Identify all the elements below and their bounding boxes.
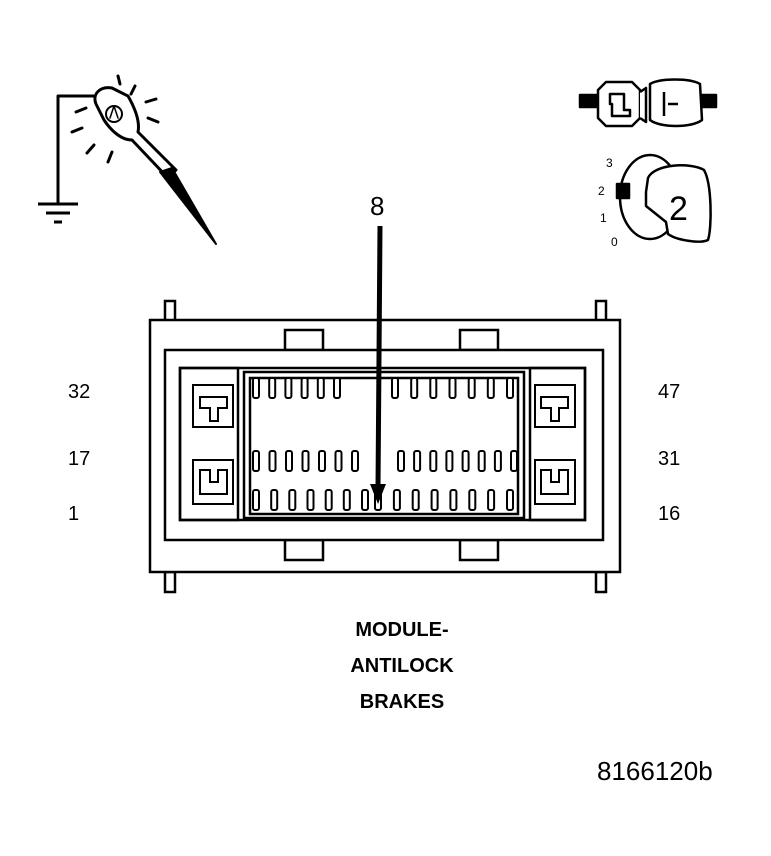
pin-cavity	[510, 450, 518, 472]
pin-cavity	[268, 377, 277, 399]
pin-cavity	[391, 377, 399, 399]
connector-keys	[192, 384, 576, 505]
ignition-position-3: 3	[606, 156, 613, 170]
pin-cavity	[410, 377, 419, 399]
component-title-line-3: BRAKES	[360, 691, 444, 713]
test-light-probe-icon	[56, 74, 217, 245]
pin-label-left-middle: 17	[68, 448, 90, 470]
pin-cavity	[333, 377, 341, 399]
pin-cavity	[506, 377, 514, 399]
ignition-position-2: 2	[598, 184, 605, 198]
pin-cavity	[306, 489, 315, 511]
pin-cavity	[445, 450, 454, 472]
pin-cavity	[461, 450, 470, 472]
pin-cavity	[316, 377, 325, 399]
pin-cavity	[467, 377, 476, 399]
pin-cavity	[411, 489, 420, 511]
ignition-position-1: 1	[600, 211, 607, 225]
pin-cavity	[397, 450, 405, 472]
pin-cavity	[477, 450, 486, 472]
pin-cavity	[468, 489, 477, 511]
pin-cavity	[318, 450, 326, 472]
pin-cavity	[284, 377, 293, 399]
pin-cavity	[413, 450, 422, 472]
pin-cavity	[361, 489, 369, 511]
pin-cavity	[334, 450, 343, 472]
pin-cavities	[252, 377, 518, 511]
pin-label-right-top: 47	[658, 381, 680, 403]
pin-cavity	[252, 450, 260, 472]
pin-label-left-bottom: 1	[68, 503, 79, 525]
ground-symbol-icon	[38, 202, 78, 224]
pin-cavity	[324, 489, 333, 511]
component-title-line-1: MODULE-	[355, 619, 448, 641]
ignition-key-icon	[615, 153, 712, 243]
callout-pin-number: 8	[370, 191, 384, 221]
pin-cavity	[486, 377, 495, 399]
pin-cavity	[300, 377, 309, 399]
pin-cavity	[252, 377, 260, 399]
connector-body	[148, 299, 622, 594]
pin-cavity	[506, 489, 514, 511]
pin-cavity	[430, 489, 439, 511]
disconnected-connector-icon	[578, 78, 718, 128]
pin-cavity	[429, 450, 438, 472]
pin-cavity	[252, 489, 260, 511]
pin-label-left-top: 32	[68, 381, 90, 403]
pin-cavity	[351, 450, 359, 472]
pin-label-right-bottom: 16	[658, 503, 680, 525]
pin-cavity	[429, 377, 438, 399]
pin-cavity	[285, 450, 293, 472]
component-title-line-2: ANTILOCK	[350, 655, 454, 677]
callout-arrow	[370, 225, 386, 504]
pin-cavity	[342, 489, 351, 511]
pin-cavity	[448, 377, 457, 399]
ignition-position-0: 0	[611, 235, 618, 249]
pin-cavity	[449, 489, 458, 511]
figure-id: 8166120b	[597, 756, 713, 786]
pin-cavity	[301, 450, 310, 472]
pin-cavity	[288, 489, 297, 511]
pin-cavity	[487, 489, 496, 511]
ignition-key-position: 2	[669, 190, 688, 228]
pin-cavity	[268, 450, 277, 472]
pin-label-right-middle: 31	[658, 448, 680, 470]
pin-cavity	[270, 489, 279, 511]
pin-cavity	[493, 450, 502, 472]
pin-cavity	[392, 489, 401, 511]
